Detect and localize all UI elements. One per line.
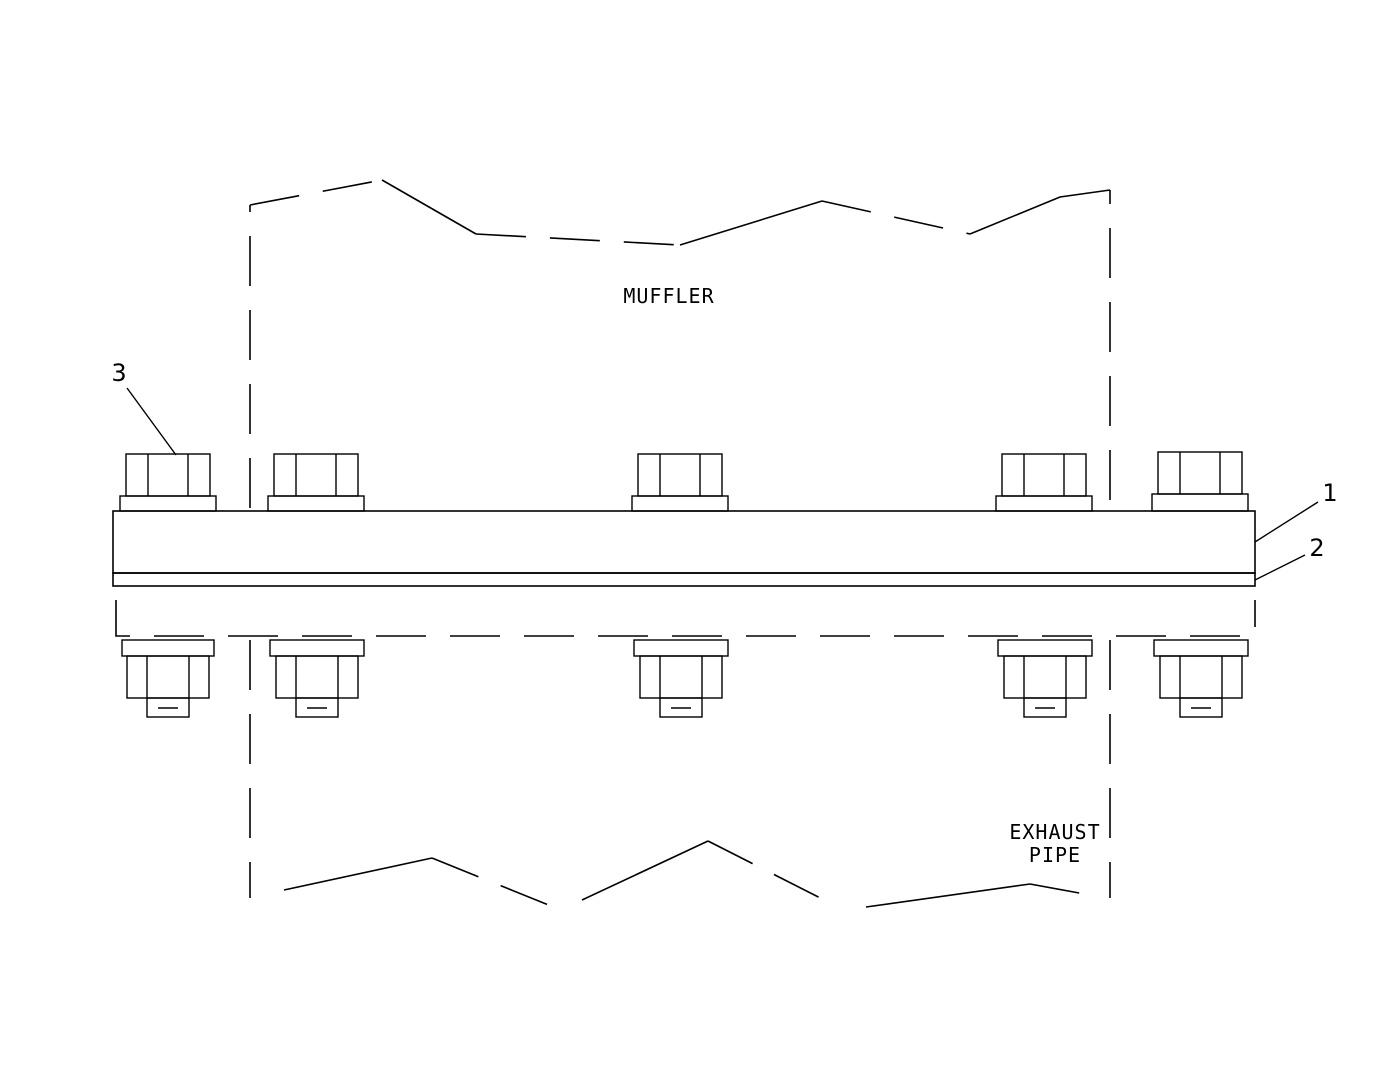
exhaust-label-line1: EXHAUST xyxy=(1009,820,1100,844)
nut xyxy=(269,639,365,718)
flange-plate xyxy=(112,510,1256,574)
leader-1 xyxy=(1254,501,1319,543)
leader-3 xyxy=(126,387,177,456)
bolt-head xyxy=(1151,451,1249,512)
bolt-head xyxy=(995,453,1093,512)
bolt-head xyxy=(267,453,365,512)
leader-lines xyxy=(126,387,1319,581)
flange-assembly xyxy=(112,510,1256,587)
muffler-label: MUFFLER xyxy=(623,284,714,308)
callout-1: 1 xyxy=(1322,479,1337,507)
leader-2 xyxy=(1254,554,1306,581)
nut xyxy=(633,639,729,718)
callout-2: 2 xyxy=(1309,534,1324,562)
callout-3: 3 xyxy=(111,359,126,387)
nut xyxy=(1153,639,1249,718)
nut xyxy=(997,639,1093,718)
bolt-head xyxy=(119,453,217,512)
gasket xyxy=(112,572,1256,587)
nuts xyxy=(121,639,1249,718)
bolt-heads xyxy=(119,451,1249,512)
exhaust-pipe-outline xyxy=(115,600,1256,909)
bolt-head xyxy=(631,453,729,512)
nut xyxy=(121,639,215,718)
exhaust-label-line2: PIPE xyxy=(1029,843,1081,867)
muffler-outline xyxy=(249,179,1111,508)
